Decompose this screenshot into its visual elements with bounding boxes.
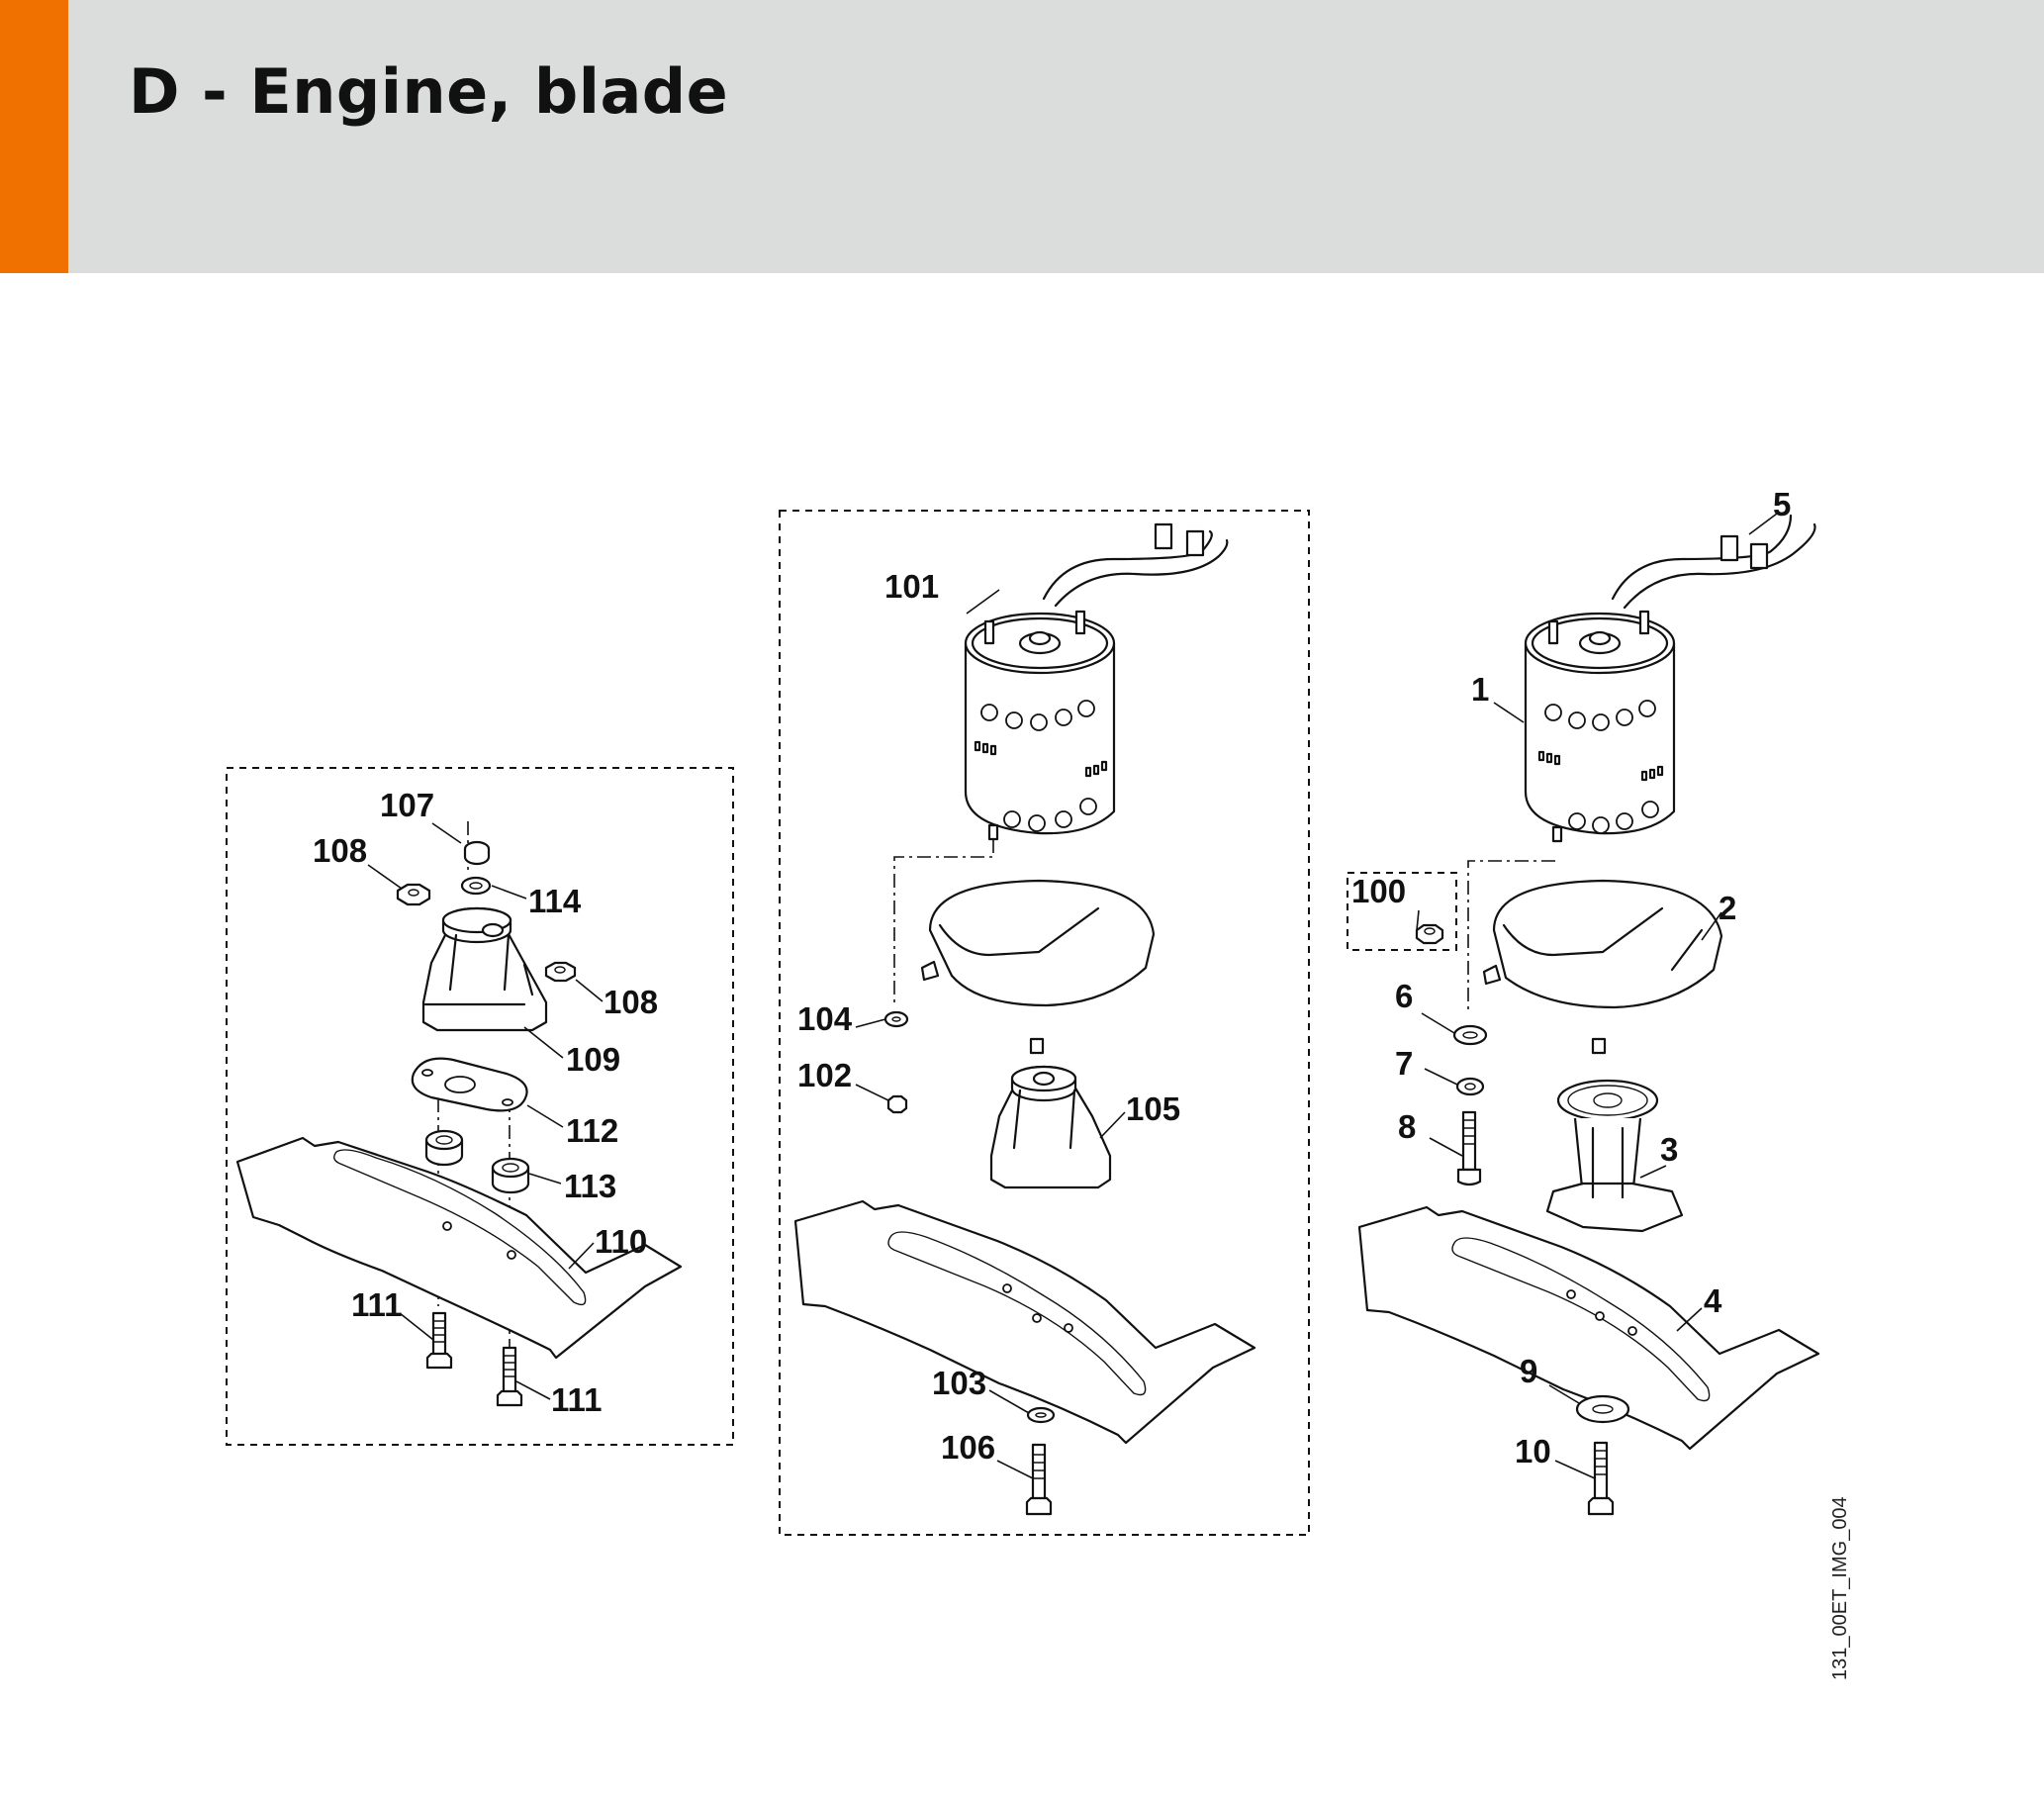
nut-102 <box>886 1094 908 1114</box>
wiring-5 <box>1611 514 1816 610</box>
callout-110: 110 <box>595 1223 647 1260</box>
bolt-10 <box>1587 1441 1615 1516</box>
callout-107: 107 <box>380 787 434 823</box>
bolt-106 <box>1025 1443 1053 1516</box>
callout-10: 10 <box>1515 1433 1551 1469</box>
callout-2: 2 <box>1719 890 1736 926</box>
bushing-107 <box>463 840 491 866</box>
callout-114: 114 <box>528 883 582 919</box>
washer-9 <box>1575 1394 1630 1424</box>
callout-9: 9 <box>1520 1353 1537 1389</box>
page-title: D - Engine, blade <box>129 55 729 128</box>
blade-holder-3 <box>1545 1079 1684 1233</box>
lock-washer-114 <box>460 876 492 896</box>
plate-112 <box>411 1057 528 1112</box>
blade-holder-109 <box>421 906 548 1032</box>
callout-6: 6 <box>1395 978 1413 1014</box>
callout-4: 4 <box>1704 1282 1722 1319</box>
lock-washer-7 <box>1455 1077 1485 1096</box>
middle-assembly <box>793 522 1256 1516</box>
callout-111-right: 111 <box>551 1381 602 1418</box>
callout-103: 103 <box>932 1365 986 1401</box>
callout-104: 104 <box>797 1000 853 1037</box>
washer-104 <box>883 1010 909 1028</box>
callout-105: 105 <box>1126 1090 1180 1127</box>
callout-1: 1 <box>1471 671 1489 708</box>
callout-3: 3 <box>1660 1131 1678 1168</box>
left-assembly <box>235 821 683 1407</box>
spacer-113-b <box>491 1157 530 1194</box>
image-id-label: 131_00ET_IMG_004 <box>1829 1496 1851 1680</box>
blade-4 <box>1357 1205 1820 1451</box>
callout-106: 106 <box>941 1429 995 1466</box>
callout-101: 101 <box>884 568 939 605</box>
bolt-111-b <box>496 1346 523 1407</box>
header-accent-stripe <box>0 0 68 273</box>
right-assembly <box>1357 514 1820 1516</box>
bolt-111-a <box>425 1311 453 1370</box>
callouts: 107 108 114 108 109 112 113 110 111 111 … <box>313 486 1791 1469</box>
leader-lines <box>367 513 1778 1479</box>
washer-103 <box>1026 1406 1056 1424</box>
callout-100: 100 <box>1351 873 1406 909</box>
nut-100 <box>1415 923 1444 945</box>
bolt-8 <box>1456 1110 1482 1186</box>
motor-101 <box>964 610 1116 841</box>
header-bar: D - Engine, blade <box>0 0 2044 273</box>
nut-100-frame <box>1347 872 1457 951</box>
callout-113: 113 <box>564 1168 616 1204</box>
nut-108-b <box>544 961 577 983</box>
washer-6 <box>1452 1024 1488 1046</box>
callout-7: 7 <box>1395 1045 1413 1082</box>
callout-8: 8 <box>1398 1108 1416 1145</box>
middle-kit-frame <box>779 510 1310 1536</box>
callout-111-left: 111 <box>351 1286 402 1323</box>
nut-108-a <box>396 883 431 906</box>
blade-middle <box>793 1199 1256 1445</box>
callout-108-top: 108 <box>313 832 367 869</box>
callout-102: 102 <box>797 1057 852 1093</box>
motor-1 <box>1524 610 1676 843</box>
callout-108-right: 108 <box>604 984 658 1020</box>
blade-holder-105 <box>989 1065 1112 1189</box>
cover-2 <box>1482 879 1723 1055</box>
blade-110 <box>235 1136 683 1360</box>
spacer-113-a <box>424 1129 464 1167</box>
callout-112: 112 <box>566 1112 618 1149</box>
motor-cover <box>920 879 1156 1055</box>
callout-5: 5 <box>1773 486 1791 522</box>
callout-109: 109 <box>566 1041 620 1078</box>
